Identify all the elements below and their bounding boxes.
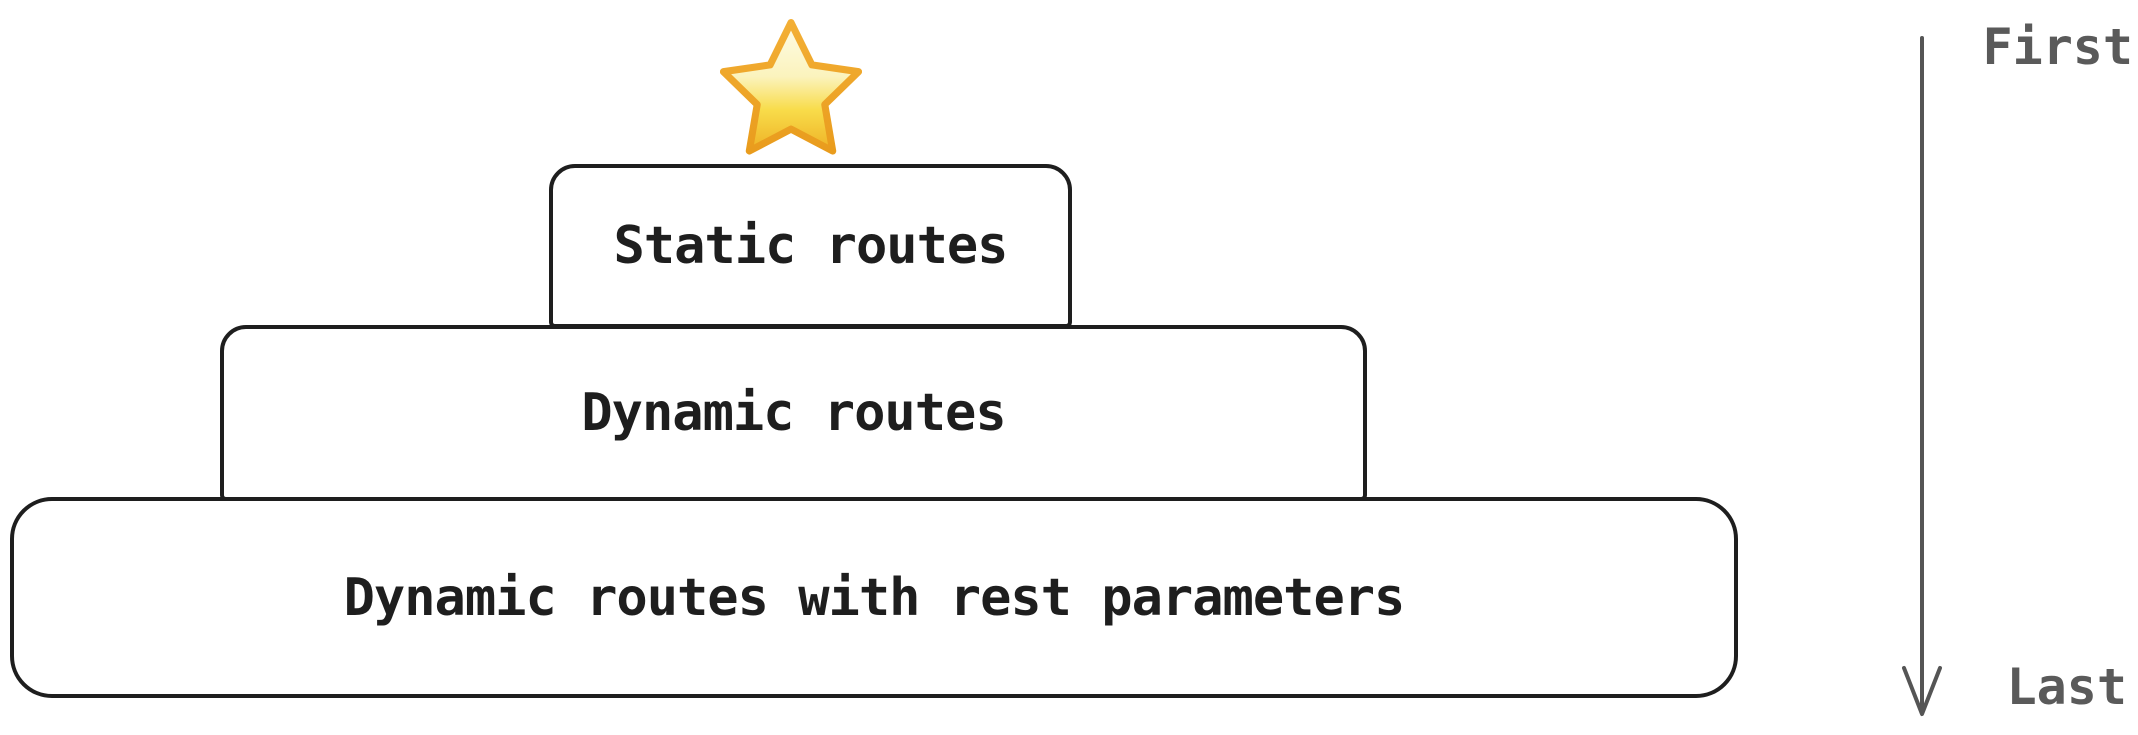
order-arrow-down-icon [1902, 36, 1942, 716]
level-label-static-routes: Static routes [613, 216, 1009, 276]
order-label-last: Last [2006, 658, 2127, 716]
level-box-static-routes: Static routes [549, 164, 1072, 328]
star-icon [720, 19, 862, 155]
level-label-dynamic-routes-rest-parameters: Dynamic routes with rest parameters [343, 567, 1406, 628]
level-label-dynamic-routes: Dynamic routes [581, 383, 1006, 443]
level-box-dynamic-routes-rest-parameters: Dynamic routes with rest parameters [10, 497, 1738, 698]
level-box-dynamic-routes: Dynamic routes [220, 325, 1367, 501]
order-label-first: First [1982, 18, 2133, 76]
